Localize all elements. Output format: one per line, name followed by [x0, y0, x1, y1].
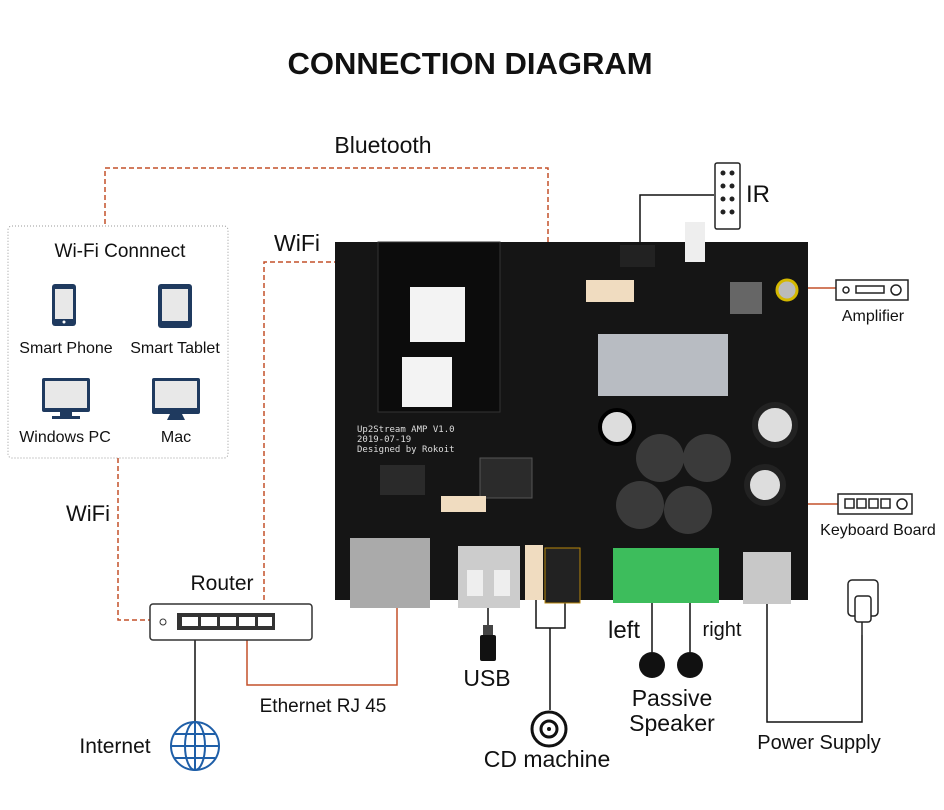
- left-label: left: [608, 617, 640, 644]
- cd-machine-label: CD machine: [484, 746, 611, 772]
- power-supply-label: Power Supply: [757, 732, 880, 754]
- device-lines: [194, 194, 863, 723]
- board-silk-version: Up2Stream AMP V1.0: [357, 425, 455, 435]
- smartphone-icon: [52, 284, 76, 326]
- device-label-smart-phone: Smart Phone: [19, 340, 112, 357]
- right-label: right: [703, 619, 742, 641]
- ir-label: IR: [746, 181, 770, 208]
- device-label-windows-pc: Windows PC: [19, 429, 111, 446]
- ir-remote-icon: [714, 162, 741, 230]
- monitor-icon: [42, 378, 90, 419]
- passive-speaker-label-1: Passive: [632, 685, 713, 711]
- globe-icon: [170, 721, 220, 771]
- board-silk-designer: Designed by Rokoit: [357, 445, 455, 455]
- internet-label: Internet: [79, 735, 150, 758]
- router-icon: [149, 603, 313, 641]
- amplifier-board: Up2Stream AMP V1.0 2019-07-19 Designed b…: [335, 222, 808, 608]
- wifi-top-label: WiFi: [274, 230, 320, 256]
- diagram-title: CONNECTION DIAGRAM: [287, 46, 652, 81]
- cd-icon: [530, 710, 568, 748]
- passive-speaker-label-2: Speaker: [629, 710, 715, 736]
- wifi-left-label: WiFi: [66, 501, 110, 526]
- bluetooth-link-line: [104, 167, 549, 300]
- imac-icon: [152, 378, 200, 420]
- wifi-connect-box: Wi-Fi Connnect Smart Phone Smart Tablet …: [7, 225, 229, 459]
- wifi-box-title: Wi-Fi Connnect: [55, 241, 187, 262]
- ir-line: [639, 194, 714, 245]
- keyboard-board-label: Keyboard Board: [820, 522, 936, 539]
- usb-stick-icon: [480, 625, 496, 661]
- amplifier-icon: [835, 279, 909, 301]
- tablet-icon: [158, 284, 192, 328]
- ethernet-label: Ethernet RJ 45: [260, 696, 387, 717]
- device-label-smart-tablet: Smart Tablet: [130, 340, 220, 357]
- router-wifi-link-line: [117, 458, 150, 621]
- device-label-mac: Mac: [161, 429, 191, 446]
- speaker-icon: [639, 652, 703, 678]
- power-plug-icon: [847, 579, 879, 635]
- ethernet-line: [246, 600, 398, 686]
- bluetooth-label: Bluetooth: [334, 132, 431, 158]
- amplifier-label: Amplifier: [842, 308, 905, 325]
- power-line: [766, 598, 863, 723]
- router-label: Router: [190, 572, 253, 595]
- board-silk-date: 2019-07-19: [357, 435, 411, 445]
- usb-label: USB: [463, 665, 510, 691]
- keyboard-board-icon: [837, 493, 913, 515]
